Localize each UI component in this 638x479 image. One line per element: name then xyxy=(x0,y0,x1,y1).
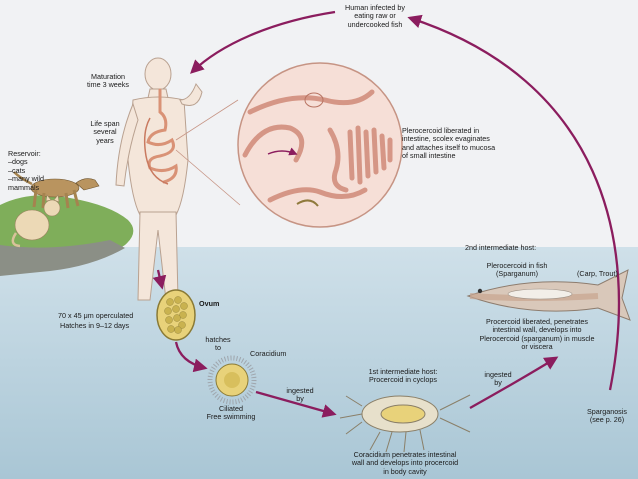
coracidium-larva xyxy=(207,355,257,405)
label-plerocercoid-fish: Plerocercoid in fish (Sparganum) xyxy=(486,261,548,279)
label-life-span: Life span several years xyxy=(90,119,120,145)
arrow-human-to-ovum xyxy=(152,269,167,290)
label-maturation: Maturation time 3 weeks xyxy=(87,72,129,90)
label-reservoir: Reservoir: –dogs –cats –many wild mammal… xyxy=(8,149,44,192)
label-ovum: Ovum xyxy=(199,299,220,308)
arrow-to-human-mouth xyxy=(190,10,336,74)
label-carp-trout: (Carp, Trout) xyxy=(577,269,618,278)
label-ovum-size: 70 x 45 μm operculated xyxy=(58,311,134,320)
arrow-cyclops-to-fish xyxy=(469,356,559,410)
label-hatches-to: hatches to xyxy=(205,335,231,353)
label-ingested-by-2: ingested by xyxy=(484,370,512,388)
label-hatches-days: Hatches in 9–12 days xyxy=(60,321,130,330)
arrow-coracidium-to-cyclops xyxy=(255,390,337,418)
fish xyxy=(466,269,631,321)
label-ingested-by-1: ingested by xyxy=(286,386,314,404)
cyclops-copepod xyxy=(339,394,471,453)
arrow-fish-to-human xyxy=(407,14,621,391)
label-sparganosis: Sparganosis (see p. 26) xyxy=(587,407,627,425)
label-coracidium: Coracidium xyxy=(250,349,287,358)
digestive-tract xyxy=(146,88,178,184)
label-plerocercoid-liberated: Plerocercoid liberated in intestine, sco… xyxy=(402,126,496,161)
magnified-intestine xyxy=(237,62,403,228)
dog-figure xyxy=(13,171,100,209)
label-first-host: 1st intermediate host: Procercoid in cyc… xyxy=(368,367,438,385)
label-second-host: 2nd intermediate host: xyxy=(465,243,537,252)
label-human-infected: Human infected by eating raw or undercoo… xyxy=(345,3,405,29)
label-coracidium-penetrates: Coracidium penetrates intestinal wall an… xyxy=(351,450,459,476)
label-ciliated: Ciliated Free swimming xyxy=(206,404,256,422)
label-procercoid-liberated: Procercoid liberated, penetrates intesti… xyxy=(479,317,595,352)
cycle-arrows xyxy=(152,10,621,418)
cat-figure xyxy=(11,194,61,248)
arrow-ovum-to-coracidium xyxy=(174,341,208,373)
